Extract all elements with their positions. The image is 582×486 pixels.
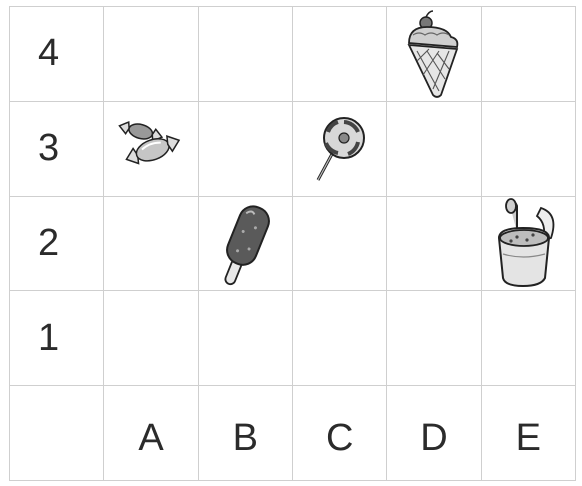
ice-cream-cone-icon (399, 9, 469, 99)
coordinate-grid: 4 3 (9, 6, 576, 481)
row-1-label: 1 (38, 317, 59, 360)
column-e-label: E (516, 417, 541, 460)
cell-a4 (103, 6, 197, 101)
cell-c1 (292, 290, 386, 385)
cell-a3 (103, 101, 197, 196)
cell-a1 (103, 290, 197, 385)
cell-e1 (481, 290, 575, 385)
cell-e2 (481, 196, 575, 291)
cell-b3 (198, 101, 292, 196)
column-a-label: A (138, 417, 163, 460)
cell-d4 (386, 6, 480, 101)
cell-d3 (386, 101, 480, 196)
column-d-label: D (420, 417, 447, 460)
row-label-4: 4 (9, 6, 103, 101)
cell-b2 (198, 196, 292, 291)
column-b-label: B (233, 417, 258, 460)
cell-a2 (103, 196, 197, 291)
popsicle-icon (210, 201, 280, 286)
column-label-e: E (481, 385, 575, 480)
cell-d1 (386, 290, 480, 385)
wrapped-candies-icon (111, 114, 191, 184)
row-label-2: 2 (9, 196, 103, 291)
cell-d2 (386, 196, 480, 291)
column-label-b: B (198, 385, 292, 480)
row-2-label: 2 (38, 222, 59, 265)
cell-b4 (198, 6, 292, 101)
cell-e4 (481, 6, 575, 101)
row-3-label: 3 (38, 127, 59, 170)
row-label-3: 3 (9, 101, 103, 196)
cell-c4 (292, 6, 386, 101)
corner-cell (9, 385, 103, 480)
row-4-label: 4 (38, 32, 59, 75)
column-c-label: C (326, 417, 353, 460)
column-label-d: D (386, 385, 480, 480)
cell-b1 (198, 290, 292, 385)
cell-e3 (481, 101, 575, 196)
column-label-a: A (103, 385, 197, 480)
ice-cream-tub-icon (493, 198, 563, 288)
cell-c3 (292, 101, 386, 196)
column-label-c: C (292, 385, 386, 480)
cell-c2 (292, 196, 386, 291)
row-label-1: 1 (9, 290, 103, 385)
lollipop-icon (310, 114, 370, 184)
